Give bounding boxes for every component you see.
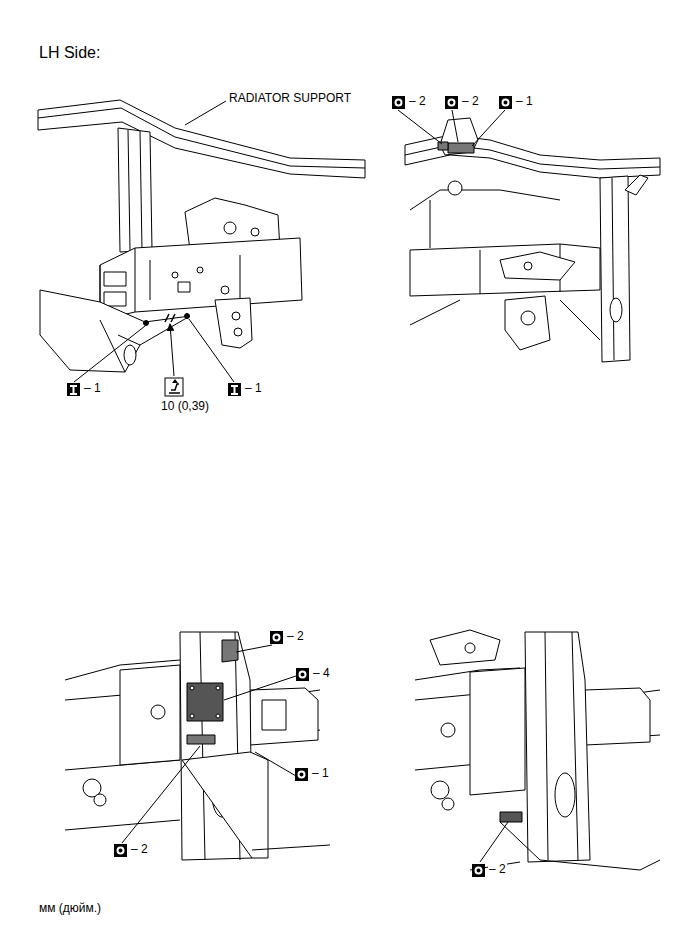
callout-number: – 1	[311, 767, 330, 781]
weld-area	[187, 735, 215, 744]
crossmember	[100, 238, 302, 320]
lower-frame	[182, 752, 268, 858]
lower-frame	[40, 290, 190, 372]
support-column	[118, 128, 152, 252]
callout-number: – 1	[515, 95, 534, 109]
callout-number: – 4	[312, 667, 331, 681]
crossmember	[410, 244, 600, 296]
callout-number: – 1	[83, 382, 102, 396]
callout-number: – 2	[408, 95, 427, 109]
bracket	[585, 688, 650, 745]
hanging-bracket	[215, 298, 252, 348]
weld-symbol	[67, 378, 241, 396]
support-column	[525, 632, 590, 862]
support-column	[128, 130, 142, 250]
beam-edge	[38, 108, 365, 168]
spot-weld-symbol	[114, 96, 512, 877]
leader-line	[74, 101, 508, 862]
callout-number: – 1	[244, 382, 263, 396]
title: LH Side:	[38, 44, 101, 62]
unit-note: мм (дюйм.)	[38, 902, 102, 916]
crossmember	[470, 668, 525, 795]
part-name: RADIATOR SUPPORT	[228, 92, 352, 106]
bracket	[250, 688, 318, 745]
dimension: 10 (0,39)	[160, 400, 210, 414]
callout-number: – 2	[461, 95, 480, 109]
crossmember	[120, 665, 180, 765]
callout-number: – 2	[130, 843, 149, 857]
support-column	[600, 176, 630, 362]
radiator-support-beam	[38, 100, 365, 178]
weld-area	[187, 683, 223, 721]
callout-number: – 2	[488, 863, 507, 877]
callout-number: – 2	[286, 630, 305, 644]
